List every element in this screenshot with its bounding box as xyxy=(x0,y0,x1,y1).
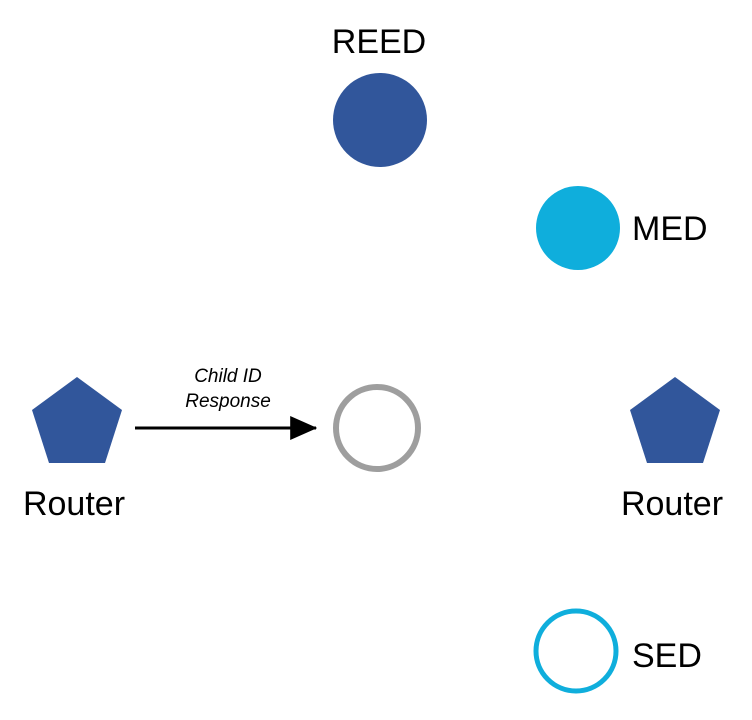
child-id-response-label-line2: Response xyxy=(185,391,271,412)
router-pentagon-icon xyxy=(32,377,122,463)
med-circle-icon xyxy=(536,186,620,270)
node-reed[interactable]: REED xyxy=(332,23,427,167)
node-sed-label: SED xyxy=(632,637,702,675)
node-joiner-center[interactable] xyxy=(333,384,421,472)
node-sed[interactable]: SED xyxy=(533,608,702,694)
node-router-left-label: Router xyxy=(23,485,125,523)
edge-child-id-response: Child ID Response xyxy=(135,366,318,440)
node-router-left[interactable]: Router xyxy=(23,377,125,523)
node-router-right[interactable]: Router xyxy=(621,377,723,523)
joiner-circle-outline-icon xyxy=(333,384,421,472)
node-med-label: MED xyxy=(632,210,708,248)
sed-circle-outline-icon xyxy=(533,608,619,694)
router-pentagon-icon xyxy=(630,377,720,463)
node-med[interactable]: MED xyxy=(536,186,708,270)
node-reed-label: REED xyxy=(332,23,426,61)
reed-circle-icon xyxy=(333,73,427,167)
child-id-response-label-line1: Child ID xyxy=(194,366,262,387)
node-router-right-label: Router xyxy=(621,485,723,523)
